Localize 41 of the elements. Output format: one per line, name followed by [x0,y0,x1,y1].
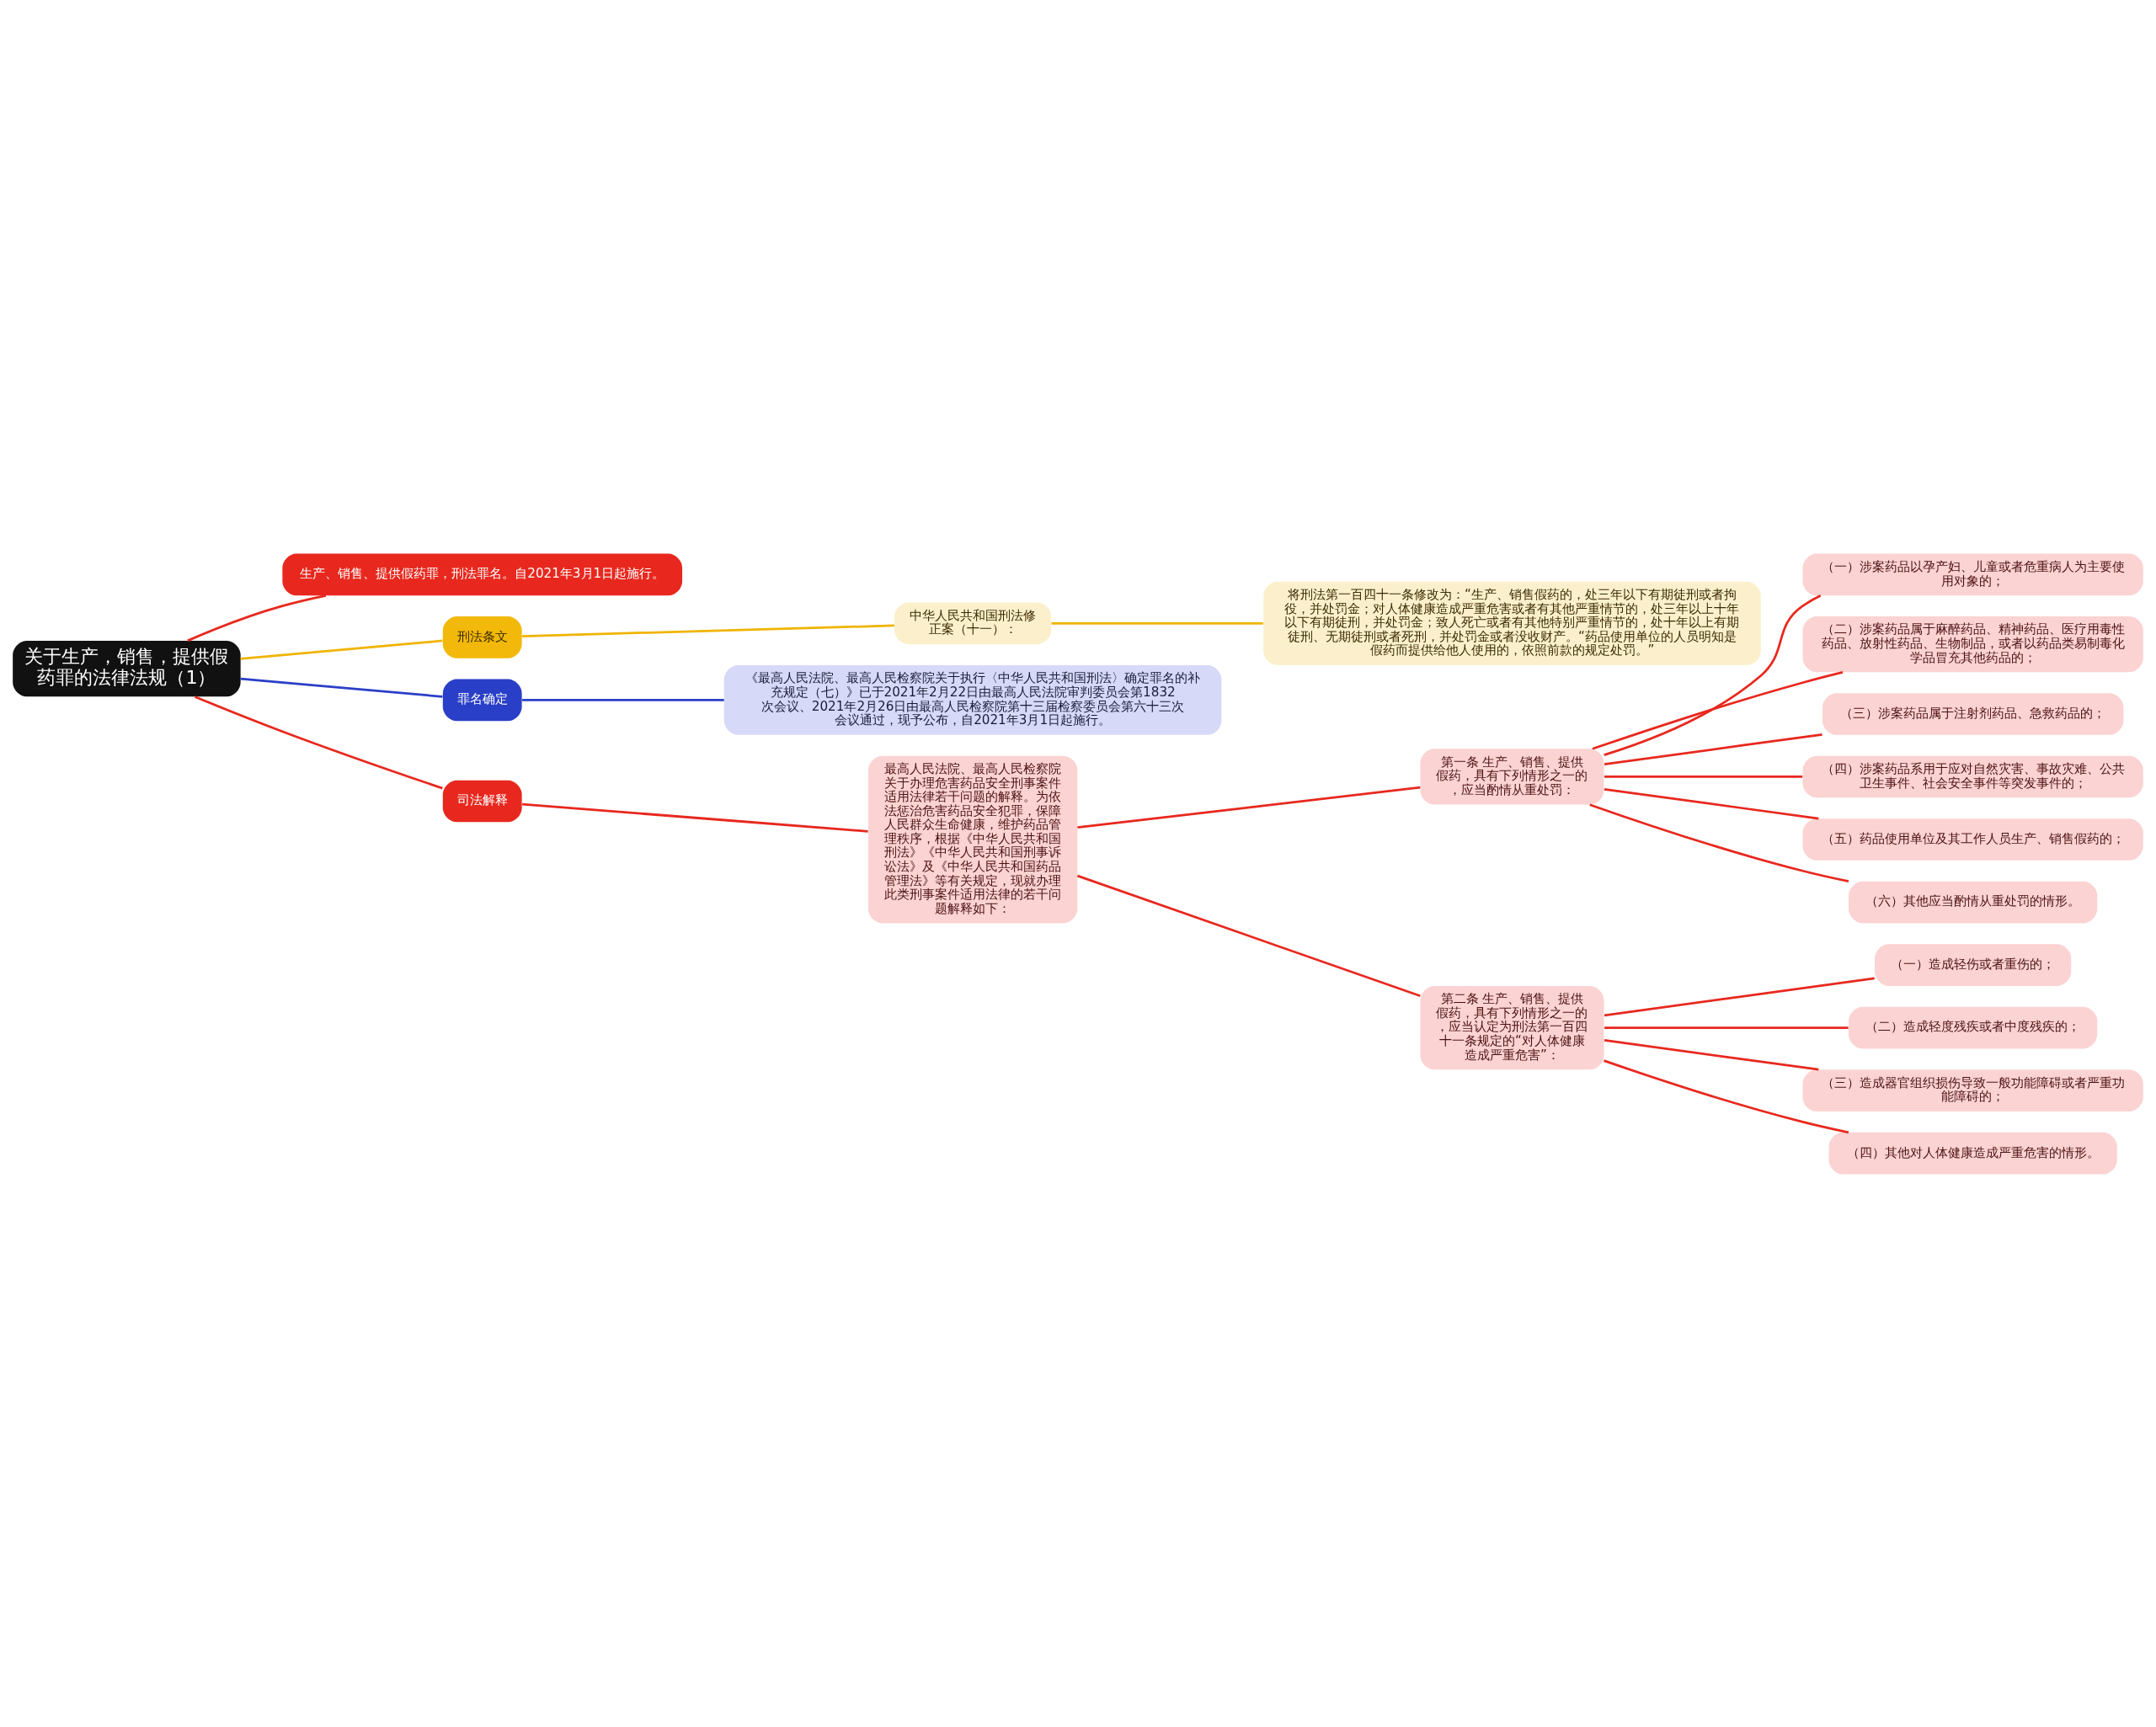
connector [522,698,724,701]
node-box: （一）涉案药品以孕产妇、儿童或者危重病人为主要使用对象的； [1802,553,2143,595]
node-box: （四）涉案药品系用于应对自然灾害、事故灾难、公共卫生事件、社会安全事件等突发事件的； [1802,755,2143,797]
connector [1604,594,1822,756]
connector [1604,787,1819,819]
connector [1604,733,1822,765]
connector [1592,670,1844,750]
connector [1604,977,1875,1016]
node-box: （一）造成轻伤或者重伤的； [1875,943,2072,986]
node-box: 中华人民共和国刑法修正案（十一）： [894,602,1052,644]
node-box: （六）其他应当酌情从重处罚的情形。 [1849,881,2098,923]
node-box: 《最高人民法院、最高人民检察院关于执行〈中华人民共和国刑法〉确定罪名的补充规定（七）》已于2021年2月22日由最高人民法院审判委员会第1832次会议、2021年2月26日由最高人民检察院第十三届检察委员会第六十三次会议通过，现予公布，自2021年3月1日起施行。 [723,664,1222,735]
node-box: 第一条 生产、销售、提供假药，具有下列情形之一的，应当酌情从重处罚： [1420,748,1604,805]
connector [240,677,443,698]
node-box: （五）药品使用单位及其工作人员生产、销售假药的； [1802,818,2143,861]
connector [1076,874,1421,997]
node-box: 刑法条文 [442,616,522,658]
connector [1051,621,1263,625]
connector [1589,802,1849,882]
connector [240,639,443,660]
connector [1604,1026,1849,1029]
connector [194,695,443,789]
node-box: （二）造成轻度残疾或者中度残疾的； [1849,1006,2098,1048]
node-box: 生产、销售、提供假药罪，刑法罪名。自2021年3月1日起施行。 [282,553,683,595]
node-box: （二）涉案药品属于麻醉药品、精神药品、医疗用毒性药品、放射性药品、生物制品，或者以药品类易制毒化学品冒充其他药品的； [1802,616,2143,672]
node-box: 罪名确定 [442,679,522,721]
node-box: 关于生产，销售，提供假药罪的法律法规（1） [13,640,241,696]
node-box: 最高人民法院、最高人民检察院关于办理危害药品安全刑事案件适用法律若干问题的解释。为依法惩治危害药品安全犯罪，保障人民群众生命健康，维护药品管理秩序，根据《中华人民共和国刑法》《中华人民共和国刑事诉讼法》及《中华人民共和国药品管理法》等有关规定，现就办理此类刑事案件适用法律的若干问题解释如下： [867,755,1078,923]
node-box: （三）造成器官组织损伤导致一般功能障碍或者严重功能障碍的； [1802,1069,2143,1111]
connector [521,802,868,833]
node-box: （三）涉案药品属于注射剂药品、急救药品的； [1822,692,2124,735]
node-box: 将刑法第一百四十一条修改为：“生产、销售假药的，处三年以下有期徒刑或者拘役，并处罚金；对人体健康造成严重危害或者有其他严重情节的，处三年以上十年以下有期徒刑，并处罚金；致人死亡或者有其他特别严重情节的，处十年以上有期徒刑、无期徒刑或者死刑，并处罚金或者没收财产。“药品使用单位的人员明知是假药而提供给他人使用的，依照前款的规定处罚。” [1263,581,1761,665]
connector [1077,786,1421,829]
connector [1604,1038,1819,1071]
connector [187,594,327,642]
node-box: （四）其他对人体健康造成严重危害的情形。 [1828,1132,2117,1174]
connector [1604,1058,1849,1133]
node-box: 第二条 生产、销售、提供假药，具有下列情形之一的，应当认定为刑法第一百四十一条规定的“对人体健康造成严重危害”： [1420,985,1604,1069]
connector [522,624,894,637]
node-box: 司法解释 [442,780,522,822]
connector [1604,775,1803,778]
